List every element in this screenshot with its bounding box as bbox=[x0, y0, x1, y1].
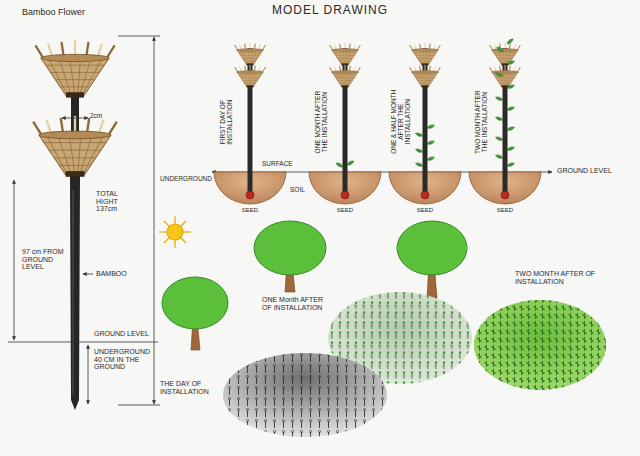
stage-flowers bbox=[330, 65, 361, 87]
stage-flowers bbox=[410, 65, 441, 87]
stage-label: ONE MONTH AFTER THE INSTALLATION bbox=[314, 86, 328, 158]
drawing-title: MODEL DRAWING bbox=[220, 4, 440, 17]
creeper-leaves bbox=[506, 106, 515, 112]
dimension-label: GROUND LEVEL bbox=[557, 167, 627, 175]
layer-label: UNDERGROUND bbox=[160, 175, 212, 182]
creeper-leaves bbox=[506, 126, 515, 132]
dimension-label: TOTAL HIGHT 137cm bbox=[96, 190, 140, 213]
stage-poles bbox=[248, 48, 508, 194]
creeper-leaves bbox=[415, 162, 424, 168]
stage-flowers bbox=[235, 43, 521, 87]
dimension-lines bbox=[8, 36, 160, 405]
trees bbox=[162, 277, 228, 329]
soil-mounds bbox=[214, 172, 541, 204]
fields bbox=[223, 353, 387, 437]
bamboo-model bbox=[73, 190, 74, 395]
creeper-leaves bbox=[495, 116, 504, 122]
sun bbox=[164, 221, 186, 243]
part-name: BAMBOO bbox=[96, 270, 146, 278]
part-name: SEED bbox=[490, 207, 520, 214]
fields bbox=[223, 292, 606, 437]
creeper-leaves bbox=[506, 38, 514, 45]
sun bbox=[164, 221, 186, 243]
creeper-leaves bbox=[426, 156, 435, 162]
dimension-lines bbox=[8, 342, 158, 343]
dimension-label: 2cm bbox=[90, 112, 116, 119]
seeds bbox=[501, 191, 509, 199]
dimension-label: GROUND LEVEL bbox=[94, 330, 152, 338]
fields bbox=[474, 300, 606, 390]
dimension-lines bbox=[62, 118, 88, 119]
part-name: SEED bbox=[410, 207, 440, 214]
dimension-lines bbox=[118, 405, 160, 406]
layer-label: SURFACE bbox=[262, 160, 302, 167]
stage-label: ONE & HALF MONTH AFTER THE INSTALLATION bbox=[390, 86, 411, 158]
creeper-leaves bbox=[506, 162, 515, 168]
stage-label: TWO MONTH AFTER THE INSTALLATION bbox=[474, 86, 488, 158]
trees bbox=[254, 221, 326, 275]
stage-label: TWO MONTH AFTER OF INSTALLATION bbox=[515, 270, 627, 285]
sun bbox=[167, 224, 183, 240]
sun bbox=[159, 216, 191, 248]
fields bbox=[223, 353, 387, 437]
creeper-leaves bbox=[496, 46, 504, 53]
creeper-leaves bbox=[495, 154, 504, 160]
creeper-leaves bbox=[495, 136, 504, 142]
stage-flowers bbox=[235, 65, 266, 87]
bamboo-model bbox=[35, 40, 114, 98]
stage-label: THE DAY OF INSTALLATION bbox=[160, 380, 218, 395]
stage-flowers bbox=[490, 65, 521, 87]
part-name: SOIL bbox=[290, 186, 310, 193]
seeds bbox=[246, 191, 254, 199]
stage-flowers bbox=[490, 43, 521, 65]
bamboo-model bbox=[70, 176, 80, 410]
stage-label: ONE Month AFTER OF INSTALLATION bbox=[262, 296, 324, 311]
creeper-leaves bbox=[426, 140, 435, 146]
stage-flowers bbox=[330, 43, 361, 65]
seeds bbox=[341, 191, 349, 199]
trees bbox=[397, 221, 467, 275]
bamboo-model bbox=[33, 116, 117, 177]
stage-flowers bbox=[410, 43, 441, 65]
creeper-leaves bbox=[426, 124, 435, 130]
part-name: Bamboo Flower bbox=[22, 8, 112, 18]
creeper-leaves bbox=[415, 148, 424, 154]
dimension-label: UNDERGROUND 40 CM IN THE GROUND bbox=[94, 348, 152, 371]
creeper-leaves bbox=[506, 60, 515, 66]
dimension-lines bbox=[88, 345, 89, 404]
dimension-lines bbox=[83, 274, 93, 275]
dimension-lines bbox=[14, 180, 15, 340]
dimension-lines bbox=[154, 37, 155, 404]
fields bbox=[474, 300, 606, 390]
seeds bbox=[246, 191, 509, 199]
creeper-leaves bbox=[346, 160, 354, 167]
seeds bbox=[421, 191, 429, 199]
part-name: SEED bbox=[235, 207, 265, 214]
dimension-label: 97 cm FROM GROUND LEVEL bbox=[22, 248, 68, 271]
creeper-leaves bbox=[506, 146, 515, 152]
creeper-leaves bbox=[495, 72, 504, 78]
part-name: SEED bbox=[330, 207, 360, 214]
creeper-leaves bbox=[506, 84, 515, 90]
dimension-lines bbox=[118, 36, 160, 37]
creeper-leaves bbox=[335, 38, 515, 169]
stage-label: FIRST DAY OF INSTALLATION bbox=[219, 86, 233, 158]
creeper-leaves bbox=[415, 132, 424, 138]
creeper-leaves bbox=[495, 96, 504, 102]
stage-flowers bbox=[235, 43, 266, 65]
creeper-leaves bbox=[335, 162, 343, 169]
